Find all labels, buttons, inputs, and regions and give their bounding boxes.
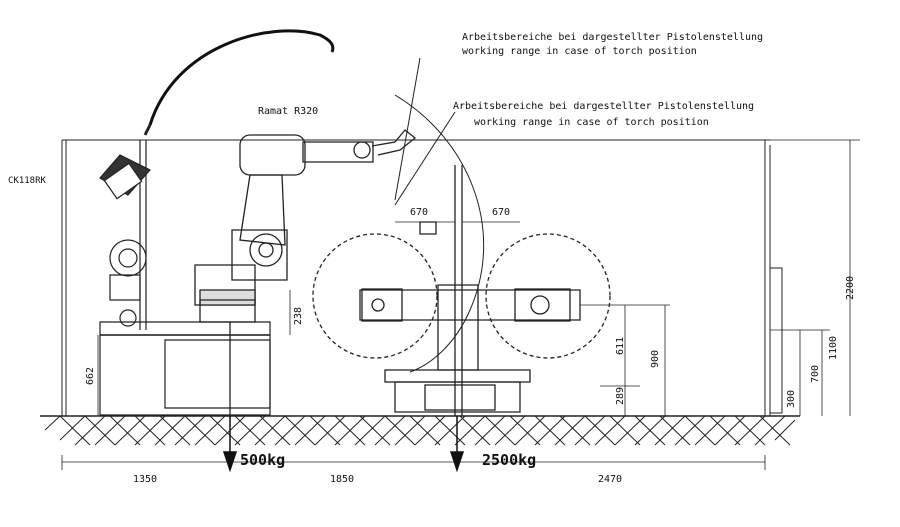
load-arrows: [224, 416, 463, 470]
range-note-en-2: working range in case of torch position: [474, 117, 709, 128]
dim-radius-left: 670: [410, 207, 429, 218]
dim-bottom-right: 2470: [598, 474, 623, 485]
range-note-de-1: Arbeitsbereiche bei dargestellter Pistol…: [462, 32, 764, 43]
robot-model-label: Ramat R320: [258, 106, 319, 117]
enclosure: [62, 140, 782, 416]
dim-table-900: 900: [650, 349, 661, 368]
dim-table-289: 289: [615, 386, 626, 405]
dim-table-611: 611: [615, 336, 626, 355]
dim-fence-1100: 1100: [828, 335, 839, 360]
range-note-de-2: Arbeitsbereiche bei dargestellter Pistol…: [453, 101, 755, 112]
dim-radius-right: 670: [492, 207, 511, 218]
feeder-post: [100, 125, 150, 330]
range-note-en-1: working range in case of torch position: [462, 46, 697, 57]
dim-fence-300: 300: [786, 389, 797, 408]
working-range: [395, 58, 484, 372]
positioner-load-label: 2500kg: [482, 451, 537, 469]
dim-bottom-mid: 1850: [330, 474, 355, 485]
dim-base-height: 662: [85, 366, 96, 385]
dim-bottom-left: 1350: [133, 474, 158, 485]
dim-fence-2200: 2200: [845, 275, 856, 300]
robot-arm: [195, 130, 415, 416]
robot-load-label: 500kg: [240, 451, 286, 469]
floor: [40, 416, 800, 445]
dim-fence-700: 700: [810, 364, 821, 383]
positioner: [313, 165, 610, 416]
dim-arm-offset: 238: [293, 306, 304, 325]
robot-base: [100, 322, 270, 415]
cable-arc: [150, 31, 333, 125]
controller-label: CK118RK: [8, 176, 46, 186]
